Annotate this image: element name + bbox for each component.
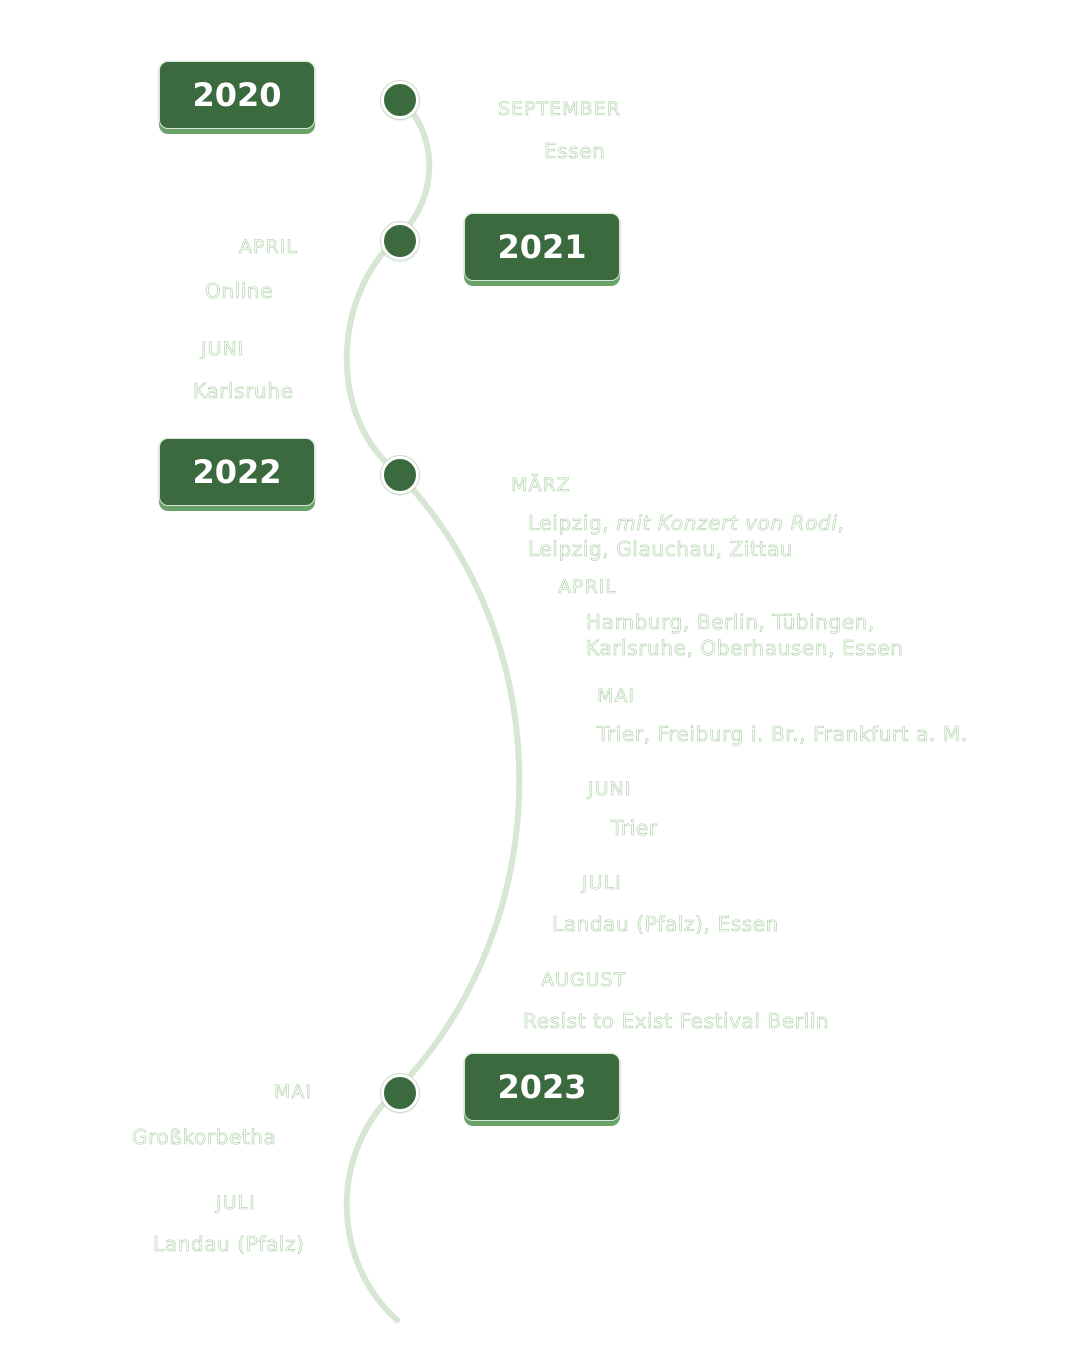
place-label-2022-maerz-line1: Leipzig, mit Konzert von Rodi,	[528, 510, 844, 536]
month-label-2022-juli: JULI	[582, 872, 622, 895]
place-label-2022-august: Resist to Exist Festival Berlin	[523, 1009, 830, 1034]
month-label-2022-maerz: MÄRZ	[511, 474, 571, 497]
place-text: Leipzig,	[528, 511, 617, 536]
place-note: mit Konzert von Rodi	[616, 511, 838, 536]
month-label-2022-juni: JUNI	[588, 778, 632, 801]
place-label-2023-mai: Großkorbetha	[132, 1125, 277, 1150]
month-label-2022-mai: MAI	[597, 685, 635, 708]
timeline-node-2022	[381, 456, 419, 494]
timeline-node-2020	[381, 81, 419, 119]
place-label-2022-maerz-line2: Leipzig, Glauchau, Zittau	[528, 537, 793, 562]
month-label-2021-april: APRIL	[239, 236, 298, 259]
year-badge-2022: 2022	[159, 438, 315, 506]
month-label-2020-september: SEPTEMBER	[498, 98, 621, 121]
place-label-2023-juli: Landau (Pfalz)	[153, 1232, 305, 1257]
place-label-2022-mai: Trier, Freiburg i. Br., Frankfurt a. M.	[597, 722, 968, 747]
place-label-2020-september: Essen	[544, 139, 606, 164]
year-badge-2021: 2021	[464, 213, 620, 281]
year-badge-2020: 2020	[159, 61, 315, 129]
month-label-2021-juni: JUNI	[201, 338, 245, 361]
place-punctuation: ,	[837, 511, 845, 536]
month-label-2022-april: APRIL	[558, 576, 617, 599]
place-label-2022-juli: Landau (Pfalz), Essen	[552, 912, 779, 937]
place-label-2022-april-line1: Hamburg, Berlin, Tübingen,	[586, 610, 875, 635]
timeline-node-2023	[381, 1074, 419, 1112]
place-label-2021-juni: Karlsruhe	[193, 379, 294, 404]
place-label-2021-april: Online	[205, 279, 274, 304]
place-label-2022-juni: Trier	[611, 816, 658, 841]
timeline-node-2021	[381, 222, 419, 260]
year-badge-2023: 2023	[464, 1053, 620, 1121]
month-label-2023-mai: MAI	[274, 1081, 312, 1104]
month-label-2022-august: AUGUST	[541, 969, 627, 992]
place-label-2022-april-line2: Karlsruhe, Oberhausen, Essen	[586, 636, 904, 661]
month-label-2023-juli: JULI	[216, 1192, 256, 1215]
